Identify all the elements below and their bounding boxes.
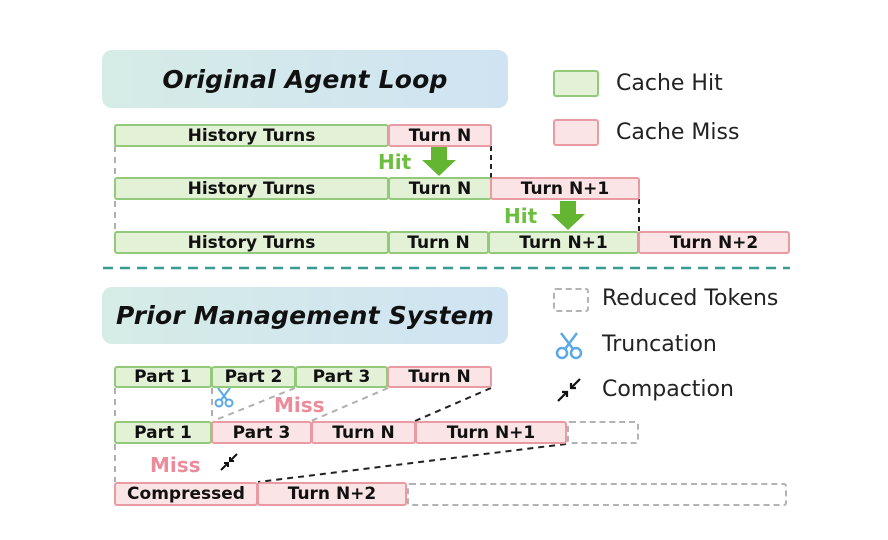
legend-compaction-label: Compaction bbox=[602, 377, 734, 402]
turn-n-block: Turn N bbox=[311, 421, 416, 444]
part3-block: Part 3 bbox=[211, 421, 312, 444]
turn-n-block: Turn N bbox=[387, 366, 492, 388]
legend-reduced-tokens-swatch bbox=[553, 288, 589, 312]
turn-n1-block: Turn N+1 bbox=[488, 231, 639, 254]
miss-label: Miss bbox=[274, 393, 325, 417]
compaction-icon bbox=[220, 453, 238, 471]
legend-cache-miss-swatch bbox=[553, 119, 599, 146]
turn-n2-block: Turn N+2 bbox=[638, 231, 790, 254]
legend-compaction-icon bbox=[557, 378, 581, 402]
hit-label: Hit bbox=[504, 204, 538, 228]
top-title-box: Original Agent Loop bbox=[102, 50, 508, 108]
miss-label: Miss bbox=[150, 453, 201, 477]
turn-n1-block: Turn N+1 bbox=[490, 177, 640, 200]
dashed-guide bbox=[257, 443, 567, 483]
reduced-tokens-block bbox=[567, 421, 639, 444]
part1-block: Part 1 bbox=[114, 421, 212, 444]
legend-truncation-label: Truncation bbox=[602, 332, 717, 357]
dashed-guide bbox=[414, 387, 492, 422]
turn-n-block: Turn N bbox=[388, 177, 492, 200]
hit-label: Hit bbox=[378, 150, 412, 174]
legend-cache-hit-swatch bbox=[553, 70, 599, 97]
legend-cache-hit-label: Cache Hit bbox=[616, 71, 723, 96]
legend-reduced-tokens-label: Reduced Tokens bbox=[602, 286, 779, 311]
compressed-block: Compressed bbox=[114, 482, 258, 506]
hit-arrow bbox=[422, 147, 456, 176]
history-turns-block: History Turns bbox=[114, 124, 389, 147]
scissors-icon bbox=[214, 387, 234, 408]
hit-arrow bbox=[551, 201, 585, 230]
part2-block: Part 2 bbox=[211, 366, 296, 388]
bottom-title-box: Prior Management System bbox=[102, 287, 508, 344]
part3-block: Part 3 bbox=[295, 366, 388, 388]
bottom-title: Prior Management System bbox=[115, 301, 495, 330]
part1-block: Part 1 bbox=[114, 366, 212, 388]
turn-n-block: Turn N bbox=[388, 231, 489, 254]
legend-cache-miss-label: Cache Miss bbox=[616, 120, 740, 145]
turn-n2-block: Turn N+2 bbox=[257, 482, 407, 506]
legend-scissors-icon bbox=[555, 332, 583, 360]
top-title: Original Agent Loop bbox=[162, 64, 448, 94]
history-turns-block: History Turns bbox=[114, 231, 389, 254]
reduced-tokens-block bbox=[407, 483, 787, 506]
turn-n-block: Turn N bbox=[388, 124, 492, 147]
turn-n1-block: Turn N+1 bbox=[415, 421, 567, 444]
dashed-guide bbox=[212, 387, 296, 422]
history-turns-block: History Turns bbox=[114, 177, 389, 200]
dashed-guide bbox=[310, 387, 389, 422]
